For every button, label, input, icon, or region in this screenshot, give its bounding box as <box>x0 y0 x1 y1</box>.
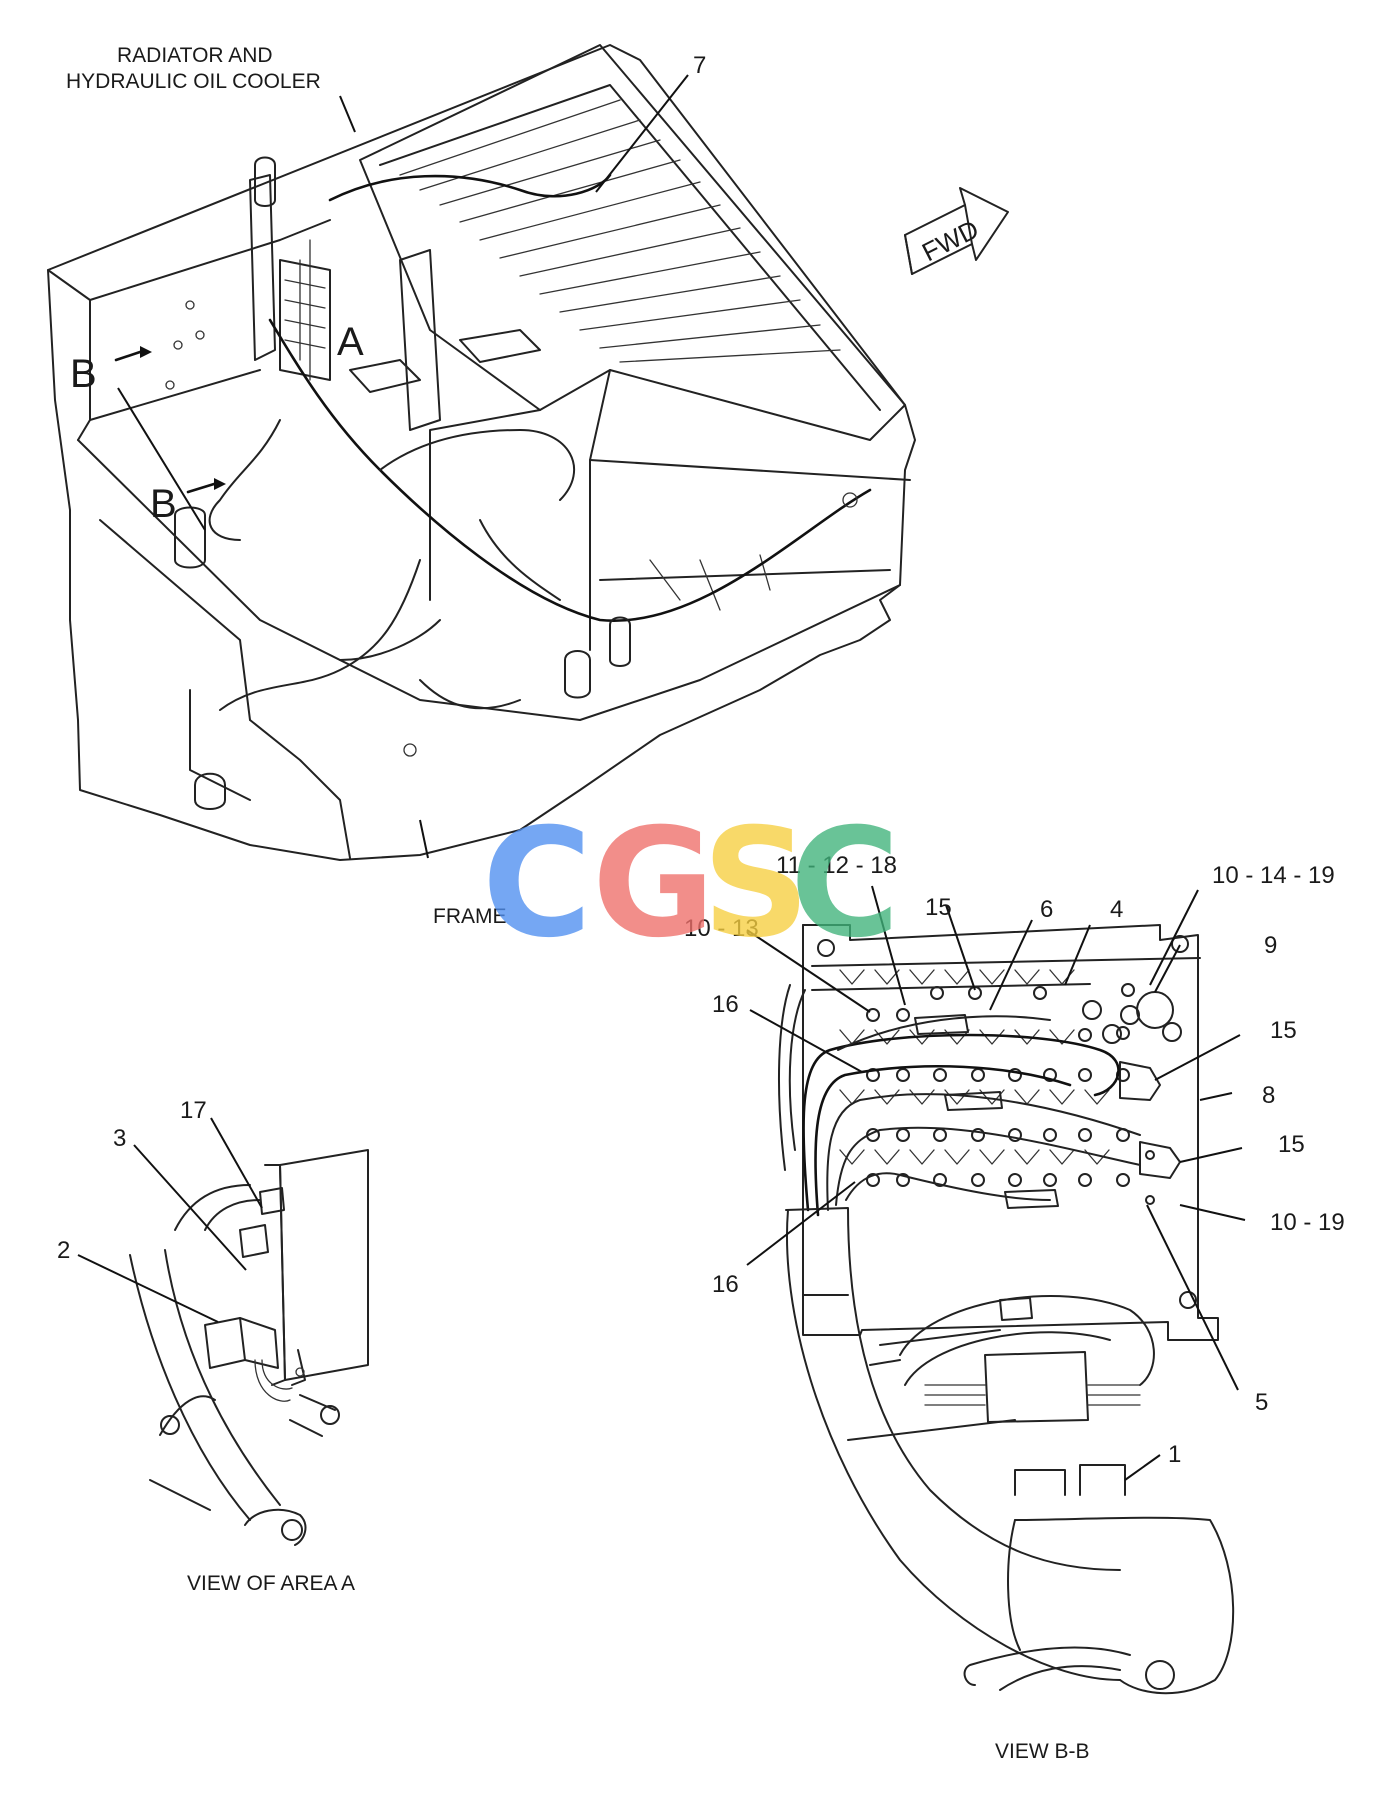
callout-8: 8 <box>1262 1082 1275 1109</box>
view-b-b-drawing <box>777 924 1235 1695</box>
radiator-label-line1: RADIATOR AND <box>117 44 273 67</box>
watermark-letter-g: G <box>592 797 715 971</box>
section-arrows-b <box>114 346 226 531</box>
main-leaders <box>339 74 689 859</box>
marker-b-lower: B <box>150 482 177 526</box>
area-a-labels: 17 3 2 VIEW OF AREA A <box>57 1097 355 1595</box>
cgsc-watermark-logo: C G S C <box>482 797 900 971</box>
callout-15-top: 15 <box>925 894 952 921</box>
callout-15-mid: 15 <box>1270 1017 1297 1044</box>
frame-label: FRAME <box>433 905 507 928</box>
view-b-b-leaders <box>746 885 1246 1481</box>
watermark-letter-c2: C <box>790 797 900 971</box>
marker-b-upper: B <box>70 352 97 396</box>
callout-10-14-19: 10 - 14 - 19 <box>1212 862 1335 889</box>
callout-9: 9 <box>1264 932 1277 959</box>
callout-10-13: 10 - 13 <box>684 915 759 942</box>
view-area-a-drawing <box>129 1149 369 1546</box>
radiator-label-line2: HYDRAULIC OIL COOLER <box>66 70 321 93</box>
callout-2: 2 <box>57 1237 70 1264</box>
callout-17: 17 <box>180 1097 207 1124</box>
callout-6: 6 <box>1040 896 1053 923</box>
callout-15-low: 15 <box>1278 1131 1305 1158</box>
callout-10-19: 10 - 19 <box>1270 1209 1345 1236</box>
view-area-a-leaders <box>77 1117 263 1323</box>
callout-4: 4 <box>1110 896 1123 923</box>
view-b-b-caption: VIEW B-B <box>995 1740 1090 1763</box>
callout-7: 7 <box>693 52 706 79</box>
callout-16-lower: 16 <box>712 1271 739 1298</box>
view-area-a-caption: VIEW OF AREA A <box>187 1572 355 1595</box>
main-labels: RADIATOR AND HYDRAULIC OIL COOLER FRAME … <box>66 44 706 928</box>
fwd-label: FWD <box>917 214 983 268</box>
watermark-letter-s: S <box>702 797 810 971</box>
marker-a: A <box>337 320 364 364</box>
callout-16-upper: 16 <box>712 991 739 1018</box>
callout-11-12-18: 11 - 12 - 18 <box>776 852 897 879</box>
main-machine-drawing <box>47 44 916 861</box>
callout-1: 1 <box>1168 1441 1181 1468</box>
callout-3: 3 <box>113 1125 126 1152</box>
view-b-b-labels: 10 - 14 - 19 11 - 12 - 18 15 6 4 10 - 13… <box>684 852 1345 1763</box>
callout-5: 5 <box>1255 1389 1268 1416</box>
watermark-letter-c1: C <box>482 797 592 971</box>
fwd-arrow: FWD <box>904 187 1009 275</box>
